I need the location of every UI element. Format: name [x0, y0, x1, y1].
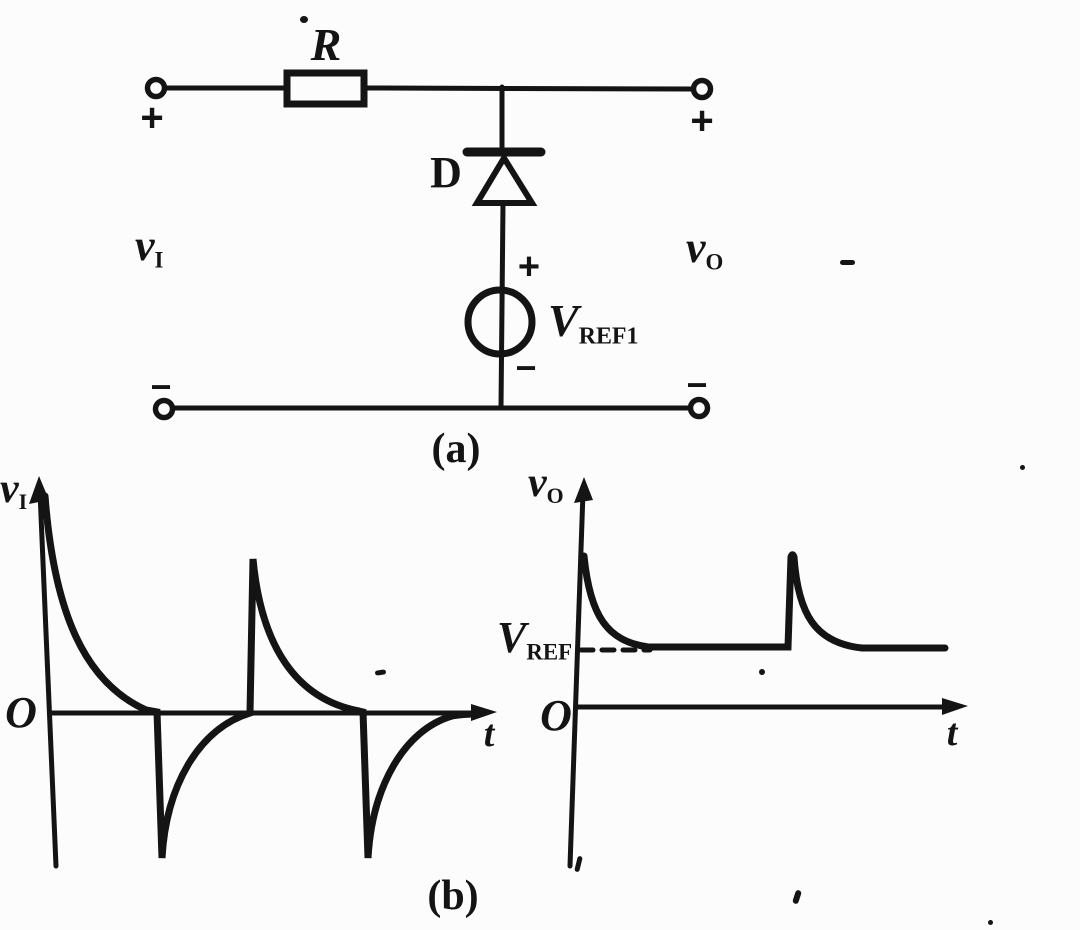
right-plot-x-label: t — [946, 712, 958, 754]
output-voltage-label: vO — [686, 226, 723, 274]
input-voltage-sub: I — [154, 247, 164, 273]
right-plot-y-sub: O — [546, 483, 564, 508]
output-waveform — [580, 551, 949, 652]
left-plot-y-axis — [37, 489, 59, 869]
left-plot-y-sub: I — [18, 489, 28, 514]
right-plot-y-axis — [567, 489, 586, 869]
resistor-body — [283, 69, 368, 108]
diode-label: D — [430, 148, 462, 197]
resistor-label: R — [310, 19, 342, 70]
output-voltage-base: v — [686, 223, 706, 272]
right-plot-x-arrow — [942, 698, 968, 715]
terminal-output-top — [690, 77, 714, 101]
source-voltage-base: V — [548, 295, 579, 346]
left-plot-origin-label: O — [5, 688, 37, 737]
diode-triangle — [471, 152, 538, 206]
vref-level-label: VREF — [497, 616, 572, 664]
left-plot-y-base: v — [0, 466, 19, 512]
input-plus-sign: + — [140, 96, 164, 140]
wire-diode-to-ground — [498, 200, 506, 411]
left-plot-y-arrow — [29, 476, 49, 504]
input-minus-sign: − — [150, 366, 172, 407]
source-minus-sign: − — [515, 347, 537, 388]
terminal-input-top — [144, 76, 168, 100]
scan-speck — [759, 669, 765, 675]
right-plot-origin-label: O — [540, 691, 572, 740]
caption-a: (a) — [431, 426, 481, 472]
scan-speck — [840, 260, 855, 265]
vref-level-base: V — [497, 613, 527, 662]
output-plus-sign: + — [690, 99, 714, 143]
caption-b: (b) — [427, 873, 479, 919]
terminal-input-bottom — [152, 397, 176, 421]
source-voltage-label: VREF1 — [548, 298, 638, 350]
vref-level-sub: REF — [526, 639, 573, 665]
output-minus-sign: − — [686, 364, 708, 405]
input-voltage-base: v — [135, 221, 155, 270]
left-plot-x-arrow — [471, 704, 497, 721]
right-plot-y-base: v — [528, 460, 547, 506]
source-plus-sign: + — [517, 246, 541, 288]
wire-top-right — [361, 85, 696, 92]
source-voltage-sub: REF1 — [578, 323, 639, 350]
left-plot-y-label: vI — [0, 468, 27, 514]
right-plot-y-label: vO — [528, 462, 564, 508]
scan-speck — [300, 16, 308, 23]
terminal-output-bottom — [687, 396, 711, 420]
right-plot-y-arrow — [574, 477, 593, 503]
input-waveform — [41, 492, 482, 859]
output-voltage-sub: O — [705, 249, 724, 275]
voltage-source-circle — [464, 286, 536, 358]
scan-speck — [988, 920, 993, 925]
left-plot-x-label: t — [483, 713, 495, 755]
input-voltage-label: vI — [135, 224, 163, 272]
scan-speck — [1020, 465, 1025, 470]
